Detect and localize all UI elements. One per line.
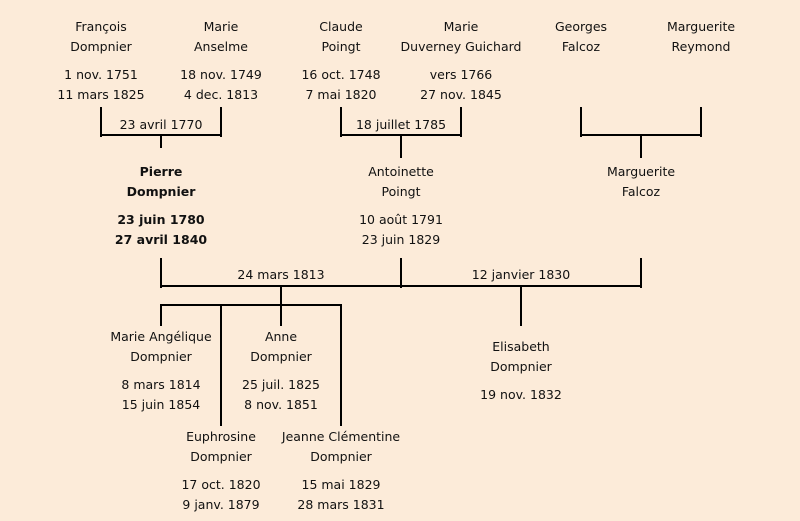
- marriage-date: 18 juillet 1785: [355, 117, 447, 132]
- person-claude-poingt[interactable]: Claude Poingt 16 oct. 1748 7 mai 1820: [301, 17, 380, 105]
- death-date: 11 mars 1825: [57, 87, 145, 102]
- first-name: Claude: [319, 19, 363, 34]
- last-name: Duverney Guichard: [400, 39, 522, 54]
- death-date: 28 mars 1831: [297, 497, 385, 512]
- connector-line: [640, 134, 642, 158]
- last-name: Dompnier: [130, 349, 192, 364]
- birth-date: 8 mars 1814: [121, 377, 201, 392]
- person-euphrosine-dompnier[interactable]: Euphrosine Dompnier 17 oct. 1820 9 janv.…: [181, 427, 260, 515]
- connector-line: [100, 107, 102, 137]
- marriage-date: 23 avril 1770: [119, 117, 203, 132]
- person-marie-anselme[interactable]: Marie Anselme 18 nov. 1749 4 dec. 1813: [180, 17, 262, 105]
- first-name: Marie: [443, 19, 479, 34]
- first-name: Pierre: [139, 164, 183, 179]
- birth-date: 15 mai 1829: [301, 477, 381, 492]
- person-francois-dompnier[interactable]: François Dompnier 1 nov. 1751 11 mars 18…: [57, 17, 144, 105]
- death-date: 4 dec. 1813: [183, 87, 259, 102]
- birth-date: 19 nov. 1832: [480, 387, 562, 402]
- first-name: Marie: [203, 19, 239, 34]
- connector-line: [160, 304, 162, 326]
- first-name: Antoinette: [368, 164, 434, 179]
- connector-line: [160, 304, 342, 306]
- first-name: Jeanne Clémentine: [281, 429, 401, 444]
- first-name: Anne: [264, 329, 298, 344]
- death-date: 27 nov. 1845: [420, 87, 502, 102]
- connector-line: [700, 107, 702, 137]
- birth-date: 16 oct. 1748: [301, 67, 381, 82]
- first-name: Marie Angélique: [110, 329, 212, 344]
- connector-line: [160, 258, 162, 288]
- last-name: Falcoz: [561, 39, 601, 54]
- birth-date: 23 juin 1780: [117, 212, 205, 227]
- connector-line: [400, 258, 402, 288]
- last-name: Dompnier: [70, 39, 132, 54]
- person-georges-falcoz[interactable]: Georges Falcoz: [555, 17, 607, 57]
- marriage-date: 12 janvier 1830: [471, 267, 571, 282]
- death-date: 27 avril 1840: [114, 232, 208, 247]
- last-name: Poingt: [381, 184, 421, 199]
- connector-line: [220, 107, 222, 137]
- death-date: 8 nov. 1851: [244, 397, 318, 412]
- death-date: 7 mai 1820: [305, 87, 377, 102]
- birth-date: 25 juil. 1825: [242, 377, 320, 392]
- connector-line: [400, 134, 402, 158]
- connector-line: [160, 134, 162, 148]
- connector-line: [460, 107, 462, 137]
- connector-line: [520, 285, 522, 326]
- person-marie-duverney-guichard[interactable]: Marie Duverney Guichard vers 1766 27 nov…: [401, 17, 522, 105]
- first-name: Marguerite: [666, 19, 736, 34]
- person-antoinette-poingt[interactable]: Antoinette Poingt 10 août 1791 23 juin 1…: [359, 162, 443, 250]
- connector-line: [280, 304, 282, 326]
- first-name: Euphrosine: [186, 429, 256, 444]
- last-name: Poingt: [321, 39, 361, 54]
- first-name: Georges: [554, 19, 608, 34]
- person-pierre-dompnier[interactable]: Pierre Dompnier 23 juin 1780 27 avril 18…: [115, 162, 207, 250]
- last-name: Dompnier: [250, 349, 312, 364]
- connector-line: [220, 304, 222, 426]
- person-jeanne-clementine-dompnier[interactable]: Jeanne Clémentine Dompnier 15 mai 1829 2…: [282, 427, 400, 515]
- last-name: Dompnier: [126, 184, 196, 199]
- person-marie-angelique-dompnier[interactable]: Marie Angélique Dompnier 8 mars 1814 15 …: [110, 327, 211, 415]
- last-name: Falcoz: [621, 184, 661, 199]
- person-elisabeth-dompnier[interactable]: Elisabeth Dompnier 19 nov. 1832: [480, 337, 562, 405]
- death-date: 15 juin 1854: [121, 397, 201, 412]
- connector-line: [640, 258, 642, 288]
- person-anne-dompnier[interactable]: Anne Dompnier 25 juil. 1825 8 nov. 1851: [242, 327, 320, 415]
- birth-date: 10 août 1791: [359, 212, 443, 227]
- person-marguerite-reymond[interactable]: Marguerite Reymond: [667, 17, 735, 57]
- last-name: Dompnier: [310, 449, 372, 464]
- connector-line: [340, 107, 342, 137]
- connector-line: [340, 304, 342, 426]
- death-date: 23 juin 1829: [361, 232, 441, 247]
- death-date: 9 janv. 1879: [182, 497, 260, 512]
- connector-line: [280, 285, 282, 305]
- last-name: Reymond: [671, 39, 731, 54]
- birth-date: 18 nov. 1749: [180, 67, 262, 82]
- person-marguerite-falcoz[interactable]: Marguerite Falcoz: [607, 162, 675, 202]
- last-name: Dompnier: [490, 359, 552, 374]
- birth-date: 1 nov. 1751: [64, 67, 138, 82]
- first-name: Elisabeth: [492, 339, 550, 354]
- last-name: Anselme: [193, 39, 249, 54]
- last-name: Dompnier: [190, 449, 252, 464]
- first-name: Marguerite: [606, 164, 676, 179]
- connector-line: [160, 285, 642, 287]
- birth-date: vers 1766: [429, 67, 493, 82]
- birth-date: 17 oct. 1820: [181, 477, 261, 492]
- marriage-date: 24 mars 1813: [237, 267, 325, 282]
- first-name: François: [75, 19, 127, 34]
- connector-line: [580, 107, 582, 137]
